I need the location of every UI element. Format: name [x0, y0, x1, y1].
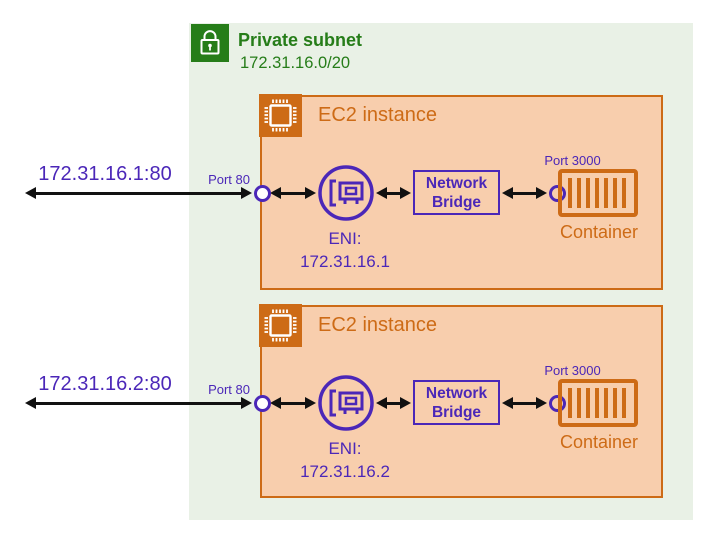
container-bars-icon: [558, 379, 638, 427]
port-3000-circle: [548, 394, 566, 412]
port-80-circle: [253, 184, 271, 202]
connection-arrow-external: [25, 186, 252, 199]
eni-label-title: ENI:: [328, 439, 362, 458]
chip-icon: [259, 304, 302, 347]
container-label: Container: [559, 222, 639, 242]
subnet-title: Private subnet: [238, 30, 363, 50]
network-card-icon: [316, 373, 376, 433]
network-bridge-label: Network Bridge: [425, 384, 488, 421]
network-card-icon: [316, 163, 376, 223]
eni-label-ip: 172.31.16.2: [300, 462, 390, 481]
eni-label: ENI: 172.31.16.1: [265, 227, 425, 273]
connection-arrow-eni-to-bridge: [376, 396, 411, 409]
host-port-label: Port 80: [208, 382, 250, 397]
container-port-label: Port 3000: [544, 153, 601, 168]
network-bridge-label: Network Bridge: [425, 174, 488, 211]
connection-arrow-port-to-eni: [270, 186, 316, 199]
ec2-instance-title: EC2 instance: [318, 104, 437, 126]
eni-label-title: ENI:: [328, 229, 362, 248]
subnet-cidr: 172.31.16.0/20: [240, 54, 351, 72]
container-bars-icon: [558, 169, 638, 217]
connection-arrow-bridge-to-container: [502, 396, 547, 409]
host-port-label: Port 80: [208, 172, 250, 187]
chip-icon: [259, 94, 302, 137]
lock-icon: [191, 24, 229, 62]
external-endpoint-label: 172.31.16.1:80: [38, 163, 172, 185]
eni-label-ip: 172.31.16.1: [300, 252, 390, 271]
port-3000-circle: [548, 184, 566, 202]
container-port-label: Port 3000: [544, 363, 601, 378]
ec2-instance-title: EC2 instance: [318, 314, 437, 336]
network-bridge-box: Network Bridge: [413, 170, 500, 215]
external-endpoint-label: 172.31.16.2:80: [38, 373, 172, 395]
port-80-circle: [253, 394, 271, 412]
eni-label: ENI: 172.31.16.2: [265, 437, 425, 483]
container-label: Container: [559, 432, 639, 452]
network-bridge-box: Network Bridge: [413, 380, 500, 425]
connection-arrow-bridge-to-container: [502, 186, 547, 199]
connection-arrow-external: [25, 396, 252, 409]
connection-arrow-eni-to-bridge: [376, 186, 411, 199]
connection-arrow-port-to-eni: [270, 396, 316, 409]
